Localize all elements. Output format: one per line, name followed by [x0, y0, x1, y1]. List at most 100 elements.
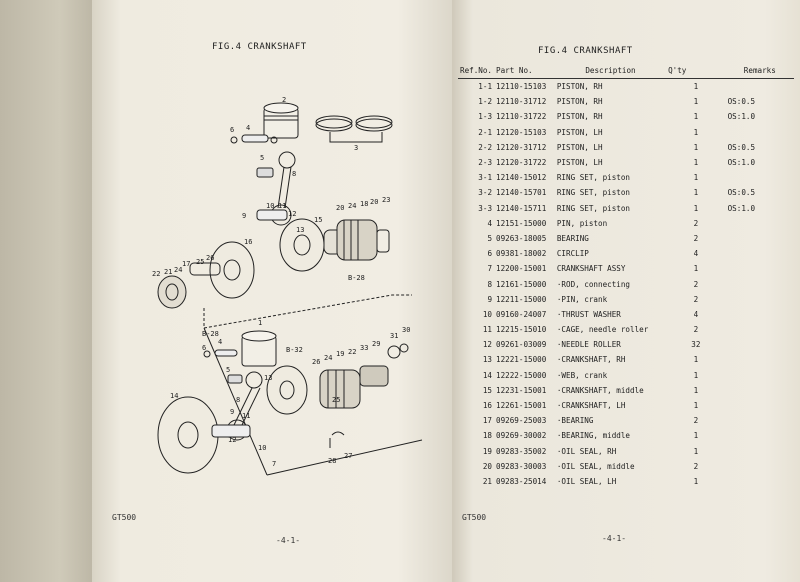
callout-1: 1: [258, 319, 262, 327]
callout-33: 33: [360, 344, 368, 352]
quantity-cell: 1: [693, 476, 699, 486]
quantity-cell: 32: [691, 340, 701, 350]
callout-28: 28: [328, 457, 336, 465]
part-no-cell: 12140-15701: [496, 188, 547, 198]
quantity-cell: 1: [693, 112, 699, 122]
description-cell: PISTON, LH: [556, 158, 603, 168]
remarks-cell: [726, 413, 794, 428]
quantity-cell: 1: [693, 385, 699, 395]
callout-27: 27: [344, 452, 352, 460]
header-part-no: Part No.: [494, 64, 555, 79]
callout-25: 25: [196, 258, 204, 266]
quantity-cell: 1: [693, 188, 699, 198]
description-cell: PISTON, LH: [556, 127, 603, 137]
callout-16: 16: [244, 238, 252, 246]
remarks-cell: [726, 459, 794, 474]
callout-14: 14: [170, 392, 178, 400]
remarks-cell: [726, 474, 794, 489]
ref-no-cell: 7: [487, 264, 493, 274]
ref-no-cell: 2-1: [478, 127, 493, 137]
part-no-cell: 09283-25014: [496, 476, 547, 486]
callout-17: 17: [182, 260, 190, 268]
ref-no-cell: 16: [482, 401, 493, 411]
callout-31: 31: [390, 332, 398, 340]
description-cell: ·BEARING, middle: [556, 431, 631, 441]
quantity-cell: 1: [693, 142, 699, 152]
quantity-cell: 4: [693, 249, 699, 259]
callout-7: 7: [272, 460, 276, 468]
part-no-cell: 09263-18005: [496, 233, 547, 243]
remarks-cell: [726, 383, 794, 398]
header-description: Description: [554, 64, 667, 79]
callout-13: 13: [296, 226, 304, 234]
callout-19: 19: [336, 350, 344, 358]
remarks-cell: OS:0.5: [727, 142, 756, 152]
remarks-cell: [726, 352, 794, 367]
description-cell: PISTON, RH: [556, 97, 603, 107]
ref-no-cell: 1-1: [478, 82, 493, 92]
right-model-label: GT500: [462, 513, 487, 522]
ref-no-cell: 17: [482, 416, 493, 426]
header-ref-no: Ref.No.: [458, 64, 495, 79]
description-cell: ·THRUST WASHER: [556, 309, 621, 319]
callout-15: 15: [314, 216, 322, 224]
part-no-cell: 09381-18002: [496, 249, 547, 259]
remarks-cell: OS:0.5: [727, 97, 756, 107]
callout-5b: 5: [226, 366, 230, 374]
part-no-cell: 09269-25003: [496, 416, 547, 426]
ref-no-cell: 1-3: [478, 112, 493, 122]
quantity-cell: 2: [693, 279, 699, 289]
right-figure-title: FIG.4 CRANKSHAFT: [538, 46, 633, 56]
callout-24: 24: [348, 202, 356, 210]
description-cell: ·NEEDLE ROLLER: [556, 340, 621, 350]
description-cell: RING SET, piston: [556, 173, 631, 183]
callout-6b: 6: [202, 344, 206, 352]
description-cell: RING SET, piston: [556, 188, 631, 198]
description-cell: PISTON, LH: [556, 142, 603, 152]
callout-3: 3: [354, 144, 358, 152]
ref-no-cell: 15: [482, 385, 493, 395]
remarks-cell: [726, 246, 794, 261]
quantity-cell: 2: [693, 416, 699, 426]
part-no-cell: 09283-30003: [496, 461, 547, 471]
quantity-cell: 2: [693, 233, 699, 243]
part-no-cell: 12222-15000: [496, 370, 547, 380]
callout-18: 18: [360, 200, 368, 208]
callout-9: 9: [242, 212, 246, 220]
remarks-cell: [726, 337, 794, 352]
quantity-cell: 4: [693, 309, 699, 319]
description-cell: ·CRANKSHAFT, middle: [556, 385, 644, 395]
remarks-cell: [726, 125, 794, 140]
description-cell: PIN, piston: [556, 218, 608, 228]
part-no-cell: 12200-15001: [496, 264, 547, 274]
ref-no-cell: 2-2: [478, 142, 493, 152]
part-no-cell: 12161-15000: [496, 279, 547, 289]
callout-23: 23: [382, 196, 390, 204]
part-no-cell: 12110-31712: [496, 97, 547, 107]
description-cell: BEARING: [556, 233, 589, 243]
description-cell: ·OIL SEAL, LH: [556, 476, 617, 486]
book-page-edges: [0, 0, 100, 582]
ref-no-cell: 19: [482, 446, 493, 456]
quantity-cell: 1: [693, 264, 699, 274]
remarks-cell: [726, 307, 794, 322]
remarks-cell: [726, 170, 794, 185]
ref-no-cell: 9: [487, 294, 493, 304]
callout-22: 22: [152, 270, 160, 278]
